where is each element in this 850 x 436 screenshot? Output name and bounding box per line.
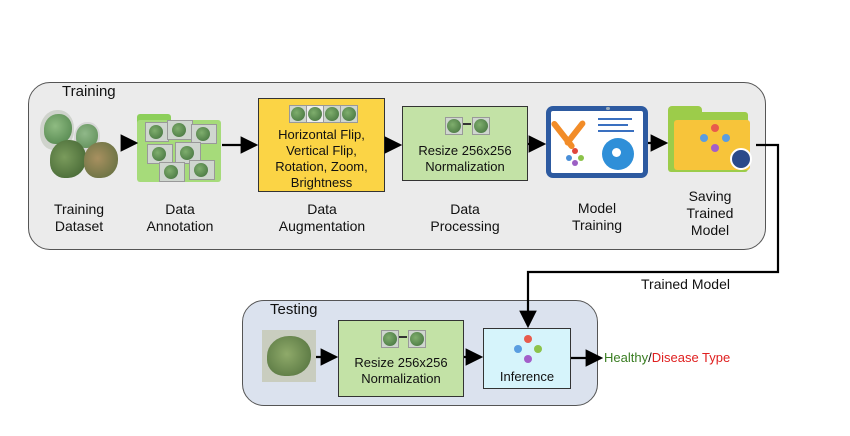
- output-slash: /: [648, 350, 652, 365]
- model-training-icon: [546, 106, 648, 178]
- training-title: Training: [62, 83, 116, 100]
- augmentation-line-2: Vertical Flip,: [286, 143, 357, 158]
- processing-line-2: Normalization: [425, 159, 505, 174]
- testing-processing-line-1: Resize 256x256: [354, 355, 448, 370]
- output-disease-type: Disease Type: [651, 350, 731, 365]
- saved-model-folder-icon: [668, 106, 754, 172]
- inference-box: Inference: [483, 328, 571, 389]
- augmentation-thumbnails: [289, 105, 358, 123]
- network-icon: [566, 148, 584, 166]
- output-label: Healthy/Disease Type: [604, 350, 730, 365]
- trained-model-connector-label: Trained Model: [641, 276, 730, 292]
- training-dataset-image: [40, 108, 122, 180]
- data-processing-box: Resize 256x256 Normalization: [402, 106, 528, 181]
- inference-network-icon: [514, 335, 542, 363]
- testing-processing-line-2: Normalization: [361, 371, 441, 386]
- testing-resize-thumbnails: [381, 330, 426, 348]
- augmentation-line-3: Rotation, Zoom,: [275, 159, 368, 174]
- augmentation-line-4: Brightness: [290, 175, 353, 190]
- testing-processing-box: Resize 256x256 Normalization: [338, 320, 464, 397]
- testing-title: Testing: [270, 301, 318, 318]
- inference-label: Inference: [499, 369, 555, 384]
- augmentation-line-1: Horizontal Flip,: [278, 127, 365, 142]
- lock-badge-icon: [730, 148, 752, 170]
- data-augmentation-box: Horizontal Flip, Vertical Flip, Rotation…: [258, 98, 385, 192]
- processing-line-1: Resize 256x256: [418, 143, 512, 158]
- data-annotation-image: [137, 110, 222, 182]
- resize-thumbnails: [445, 117, 490, 135]
- output-healthy: Healthy: [604, 350, 649, 365]
- testing-leaf-image: [262, 330, 316, 382]
